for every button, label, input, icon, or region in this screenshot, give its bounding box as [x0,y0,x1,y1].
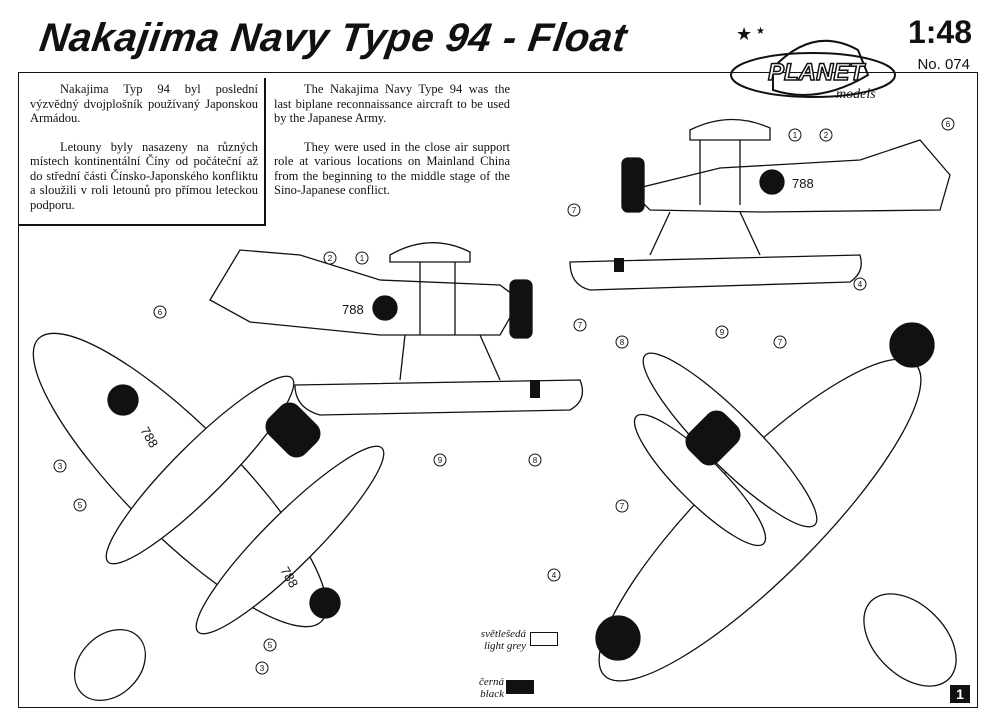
svg-text:5: 5 [268,641,273,650]
callout-marker: 4 [853,277,867,291]
svg-text:9: 9 [720,328,725,337]
callout-marker: 9 [433,453,447,467]
callout-marker: 7 [615,499,629,513]
star-icon: ★ [736,24,752,44]
bottom-view [595,322,957,687]
legend-black-label: černá black [478,676,504,700]
legend-light-grey-label: světlešedá light grey [480,628,526,652]
scale-label: 1:48 [907,14,972,50]
cz-paragraph-1: Nakajima Typ 94 byl poslední výzvědný dv… [30,82,258,125]
star-icon: ★ [756,26,765,37]
planet-models-logo: ★ ★ PLANET models [730,24,896,102]
svg-text:8: 8 [620,338,625,347]
callout-marker: 7 [773,335,787,349]
czech-description: Nakajima Typ 94 byl poslední výzvědný dv… [30,82,258,226]
en-paragraph-1: The Nakajima Navy Type 94 was the last b… [274,82,510,125]
svg-text:6: 6 [946,120,951,129]
callout-marker: 1 [788,128,802,142]
catalog-number: No. 074 [917,56,970,73]
brand-sub-text: models [836,87,876,102]
callout-marker: 9 [715,325,729,339]
cz-paragraph-2: Letouny byly nasazeny na různých místech… [30,139,258,212]
callout-marker: 7 [567,203,581,217]
text-underline [18,224,266,226]
callout-marker: 2 [819,128,833,142]
svg-text:7: 7 [572,206,577,215]
callout-marker: 7 [573,318,587,332]
svg-text:4: 4 [858,280,863,289]
callout-marker: 1 [355,251,369,265]
tail-number-side-left: 788 [342,302,364,317]
page-number: 1 [950,685,970,703]
page-frame [18,72,978,708]
svg-text:7: 7 [620,502,625,511]
legend-black-swatch [506,680,534,694]
svg-text:6: 6 [158,308,163,317]
legend-light-grey-swatch [530,632,558,646]
svg-text:9: 9 [438,456,443,465]
svg-text:3: 3 [58,462,63,471]
svg-text:2: 2 [824,131,829,140]
svg-text:4: 4 [552,571,557,580]
svg-text:1: 1 [360,254,365,263]
brand-text: PLANET [768,59,866,86]
callout-marker: 8 [528,453,542,467]
english-description: The Nakajima Navy Type 94 was the last b… [274,82,510,212]
callout-marker: 4 [547,568,561,582]
svg-text:3: 3 [260,664,265,673]
side-view-right: 788 [569,118,951,291]
callout-marker: 8 [615,335,629,349]
svg-text:5: 5 [78,501,83,510]
callout-marker: 6 [941,117,955,131]
text-divider [264,78,266,224]
svg-text:7: 7 [578,321,583,330]
callout-marker: 6 [153,305,167,319]
callout-marker: 3 [255,661,269,675]
callout-marker: 2 [323,251,337,265]
svg-text:1: 1 [793,131,798,140]
svg-text:2: 2 [328,254,333,263]
tail-number-side-right: 788 [792,176,814,191]
callout-marker: 5 [263,638,277,652]
callout-marker: 3 [53,459,67,473]
svg-text:7: 7 [778,338,783,347]
top-view: 788 788 [32,332,385,702]
en-paragraph-2: They were used in the close air support … [274,139,510,198]
svg-text:8: 8 [533,456,538,465]
callout-marker: 5 [73,498,87,512]
side-view-left: 788 [209,242,584,416]
